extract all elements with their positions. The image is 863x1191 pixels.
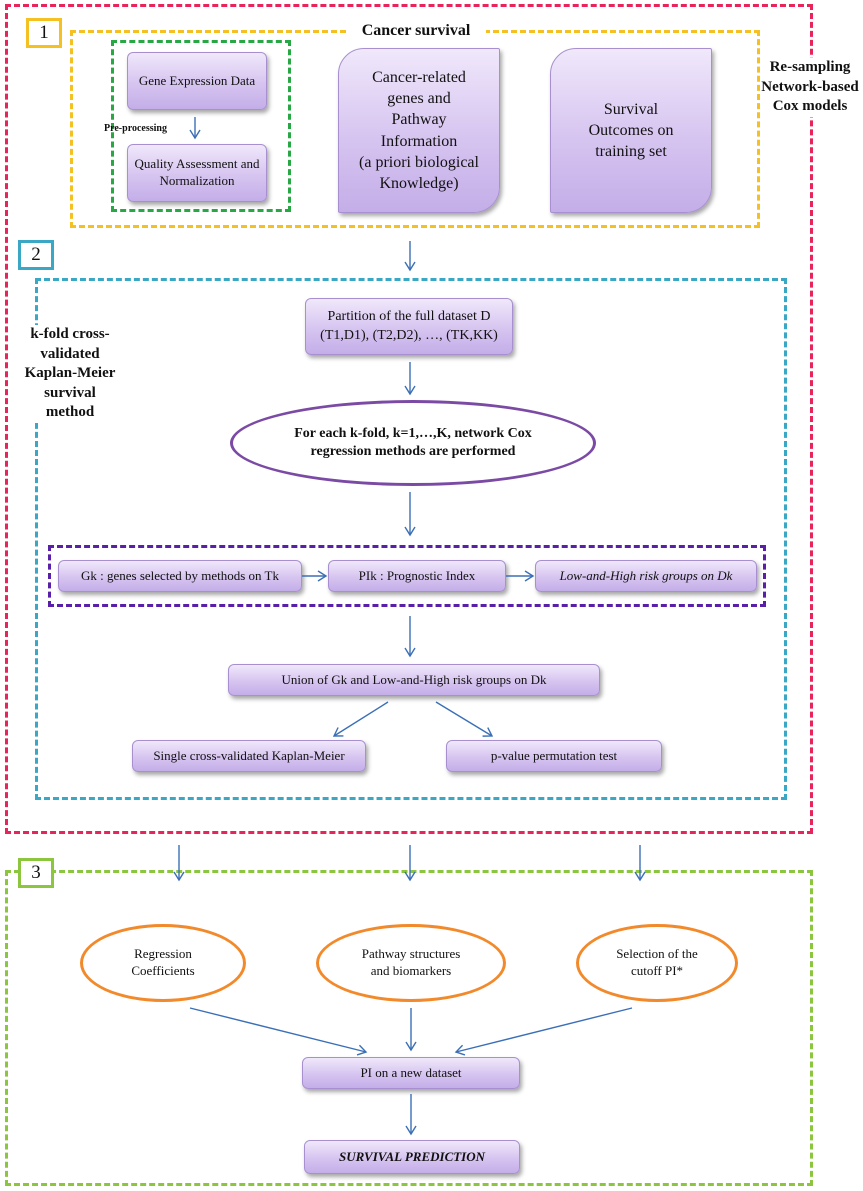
genes-selected-box: Gk : genes selected by methods on Tk [58, 560, 302, 592]
regression-coefficients-ellipse: Regression Coefficients [80, 924, 246, 1002]
survival-prediction-box: SURVIVAL PREDICTION [304, 1140, 520, 1174]
survival-outcomes-box: Survival Outcomes on training set [550, 48, 712, 213]
risk-groups-box: Low-and-High risk groups on Dk [535, 560, 757, 592]
kaplan-meier-box: Single cross-validated Kaplan-Meier [132, 740, 366, 772]
prognostic-index-box: PIk : Prognostic Index [328, 560, 506, 592]
section-number-1: 1 [26, 18, 62, 48]
arrow-union-to-km [332, 701, 389, 737]
resampling-frame [5, 4, 813, 834]
cutoff-selection-ellipse: Selection of the cutoff PI* [576, 924, 738, 1002]
pathway-biomarkers-ellipse: Pathway structures and biomarkers [316, 924, 506, 1002]
kfold-steps-frame [48, 545, 766, 607]
arrow-coeff-to-newdata [189, 1007, 368, 1056]
partition-box: Partition of the full dataset D (T1,D1),… [305, 298, 513, 355]
kfold-frame [35, 278, 787, 800]
quality-normalization-box: Quality Assessment and Normalization [127, 144, 267, 202]
new-dataset-box: PI on a new dataset [302, 1057, 520, 1089]
prediction-frame [5, 870, 813, 1186]
cancer-survival-title: Cancer survival [346, 20, 486, 42]
preprocessing-frame [111, 40, 291, 212]
preprocessing-label: Pre-processing [104, 123, 167, 134]
gene-expression-box: Gene Expression Data [127, 52, 267, 110]
section-number-3: 3 [18, 858, 54, 888]
pvalue-test-box: p-value permutation test [446, 740, 662, 772]
kfold-cox-ellipse: For each k-fold, k=1,…,K, network Cox re… [230, 400, 596, 486]
kfold-method-label: k-fold cross- validated Kaplan-Meier sur… [20, 325, 120, 423]
resampling-label: Re-sampling Network-based Cox models [760, 58, 860, 117]
arrow-cutoff-to-newdata [454, 1007, 633, 1056]
arrow-union-to-pvalue [435, 701, 494, 737]
union-box: Union of Gk and Low-and-High risk groups… [228, 664, 600, 696]
section-number-2: 2 [18, 240, 54, 270]
cancer-genes-pathway-box: Cancer-related genes and Pathway Informa… [338, 48, 500, 213]
